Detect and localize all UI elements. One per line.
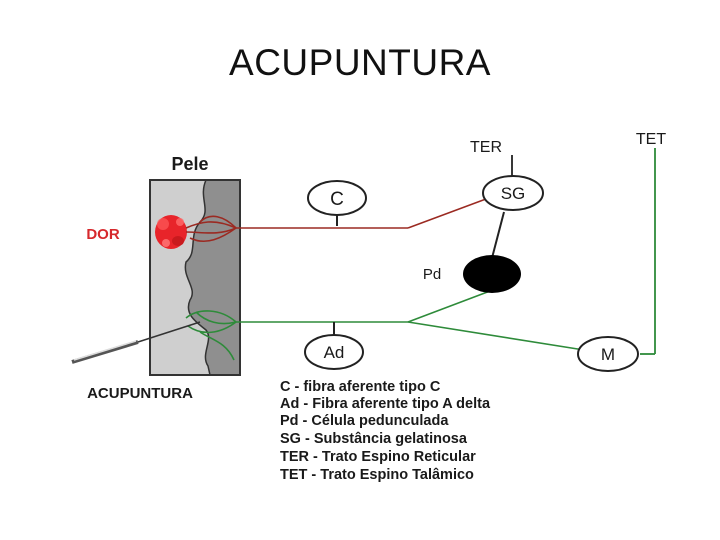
node-pd-label: Pd	[423, 266, 441, 283]
legend-item: Ad - Fibra aferente tipo A delta	[280, 396, 491, 412]
node-pd: Pd	[423, 255, 521, 293]
node-sg: SG	[482, 175, 544, 211]
legend-item: SG - Substância gelatinosa	[280, 431, 467, 447]
legend-item: C - fibra aferente tipo C	[280, 379, 441, 395]
legend-item: TER - Trato Espino Reticular	[280, 449, 476, 465]
pain-spot	[155, 215, 187, 249]
legend-item: TET - Trato Espino Talâmico	[280, 467, 474, 483]
node-c: C	[307, 180, 367, 226]
node-ad: Ad	[304, 322, 364, 370]
c-fiber	[185, 195, 495, 243]
skin-dermis	[184, 179, 241, 376]
node-m-label: M	[601, 345, 615, 364]
tet-tract	[640, 148, 656, 355]
node-c-label: C	[330, 189, 344, 210]
node-m: M	[577, 336, 639, 372]
needle-label: ACUPUNTURA	[87, 385, 193, 402]
ad-delta-fiber	[185, 287, 585, 361]
legend-item: Pd - Célula pedunculada	[280, 413, 449, 429]
ter-label: TER	[470, 139, 502, 156]
skin-label: Pele	[171, 154, 208, 174]
node-ad-label: Ad	[324, 343, 345, 362]
sg-pd-link	[491, 211, 505, 259]
pain-label: DOR	[86, 226, 120, 243]
slide-title: ACUPUNTURA	[229, 42, 491, 83]
tet-label: TET	[636, 131, 666, 148]
acupuncture-needle	[71, 321, 201, 364]
node-sg-label: SG	[501, 184, 526, 203]
